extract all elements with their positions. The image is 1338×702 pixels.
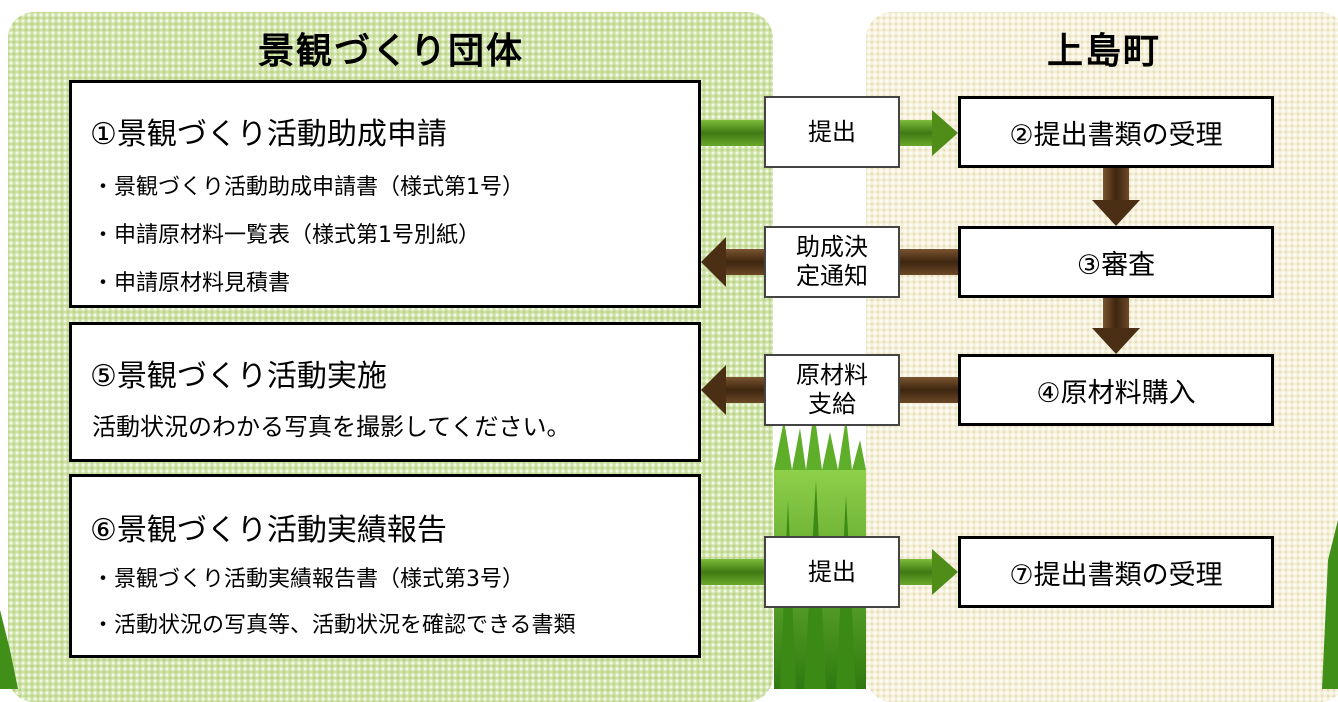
organization-title: 景観づくり団体 — [258, 31, 525, 72]
step6-heading: ⑥景観づくり活動実績報告 — [90, 513, 447, 548]
down-arrow-2-3 — [1092, 168, 1140, 226]
step6-report-box: ⑥景観づくり活動実績報告 ・景観づくり活動実績報告書（様式第3号） ・活動状況の… — [69, 474, 701, 658]
step1-item-2: ・申請原材料一覧表（様式第1号別紙） — [92, 223, 480, 248]
down-arrow-3-4 — [1092, 298, 1140, 354]
step5-heading: ⑤景観づくり活動実施 — [90, 359, 387, 394]
material-supply-line-1: 原材料 — [796, 361, 868, 390]
submit-label-1: 提出 — [764, 96, 900, 168]
step6-item-2: ・活動状況の写真等、活動状況を確認できる書類 — [92, 613, 576, 638]
grant-notice-line-1: 助成決 — [796, 233, 868, 262]
step5-description: 活動状況のわかる写真を撮影してください。 — [92, 413, 571, 441]
step3-review-box: ③審査 — [958, 226, 1274, 298]
town-title: 上島町 — [1047, 31, 1162, 72]
material-supply-label: 原材料 支給 — [764, 354, 900, 426]
step1-heading: ①景観づくり活動助成申請 — [90, 117, 447, 152]
submit-arrow-2 — [701, 549, 958, 595]
submit-arrow-1 — [701, 110, 958, 156]
step5-activity-box: ⑤景観づくり活動実施 活動状況のわかる写真を撮影してください。 — [69, 322, 701, 462]
material-supply-line-2: 支給 — [808, 390, 856, 418]
supply-arrow — [701, 365, 958, 415]
step1-item-3: ・申請原材料見積書 — [92, 271, 291, 296]
step6-item-1: ・景観づくり活動実績報告書（様式第3号） — [92, 567, 524, 592]
step7-receipt-box: ⑦提出書類の受理 — [958, 536, 1274, 608]
step4-purchase-box: ④原材料購入 — [958, 354, 1274, 426]
submit-label-2: 提出 — [764, 536, 900, 608]
step2-receipt-box: ②提出書類の受理 — [958, 96, 1274, 168]
step1-application-box: ①景観づくり活動助成申請 ・景観づくり活動助成申請書（様式第1号） ・申請原材料… — [69, 80, 701, 308]
grant-notice-line-2: 定通知 — [796, 262, 868, 290]
step1-item-1: ・景観づくり活動助成申請書（様式第1号） — [92, 175, 524, 200]
grant-notice-label: 助成決 定通知 — [764, 226, 900, 298]
notice-arrow — [701, 237, 958, 287]
